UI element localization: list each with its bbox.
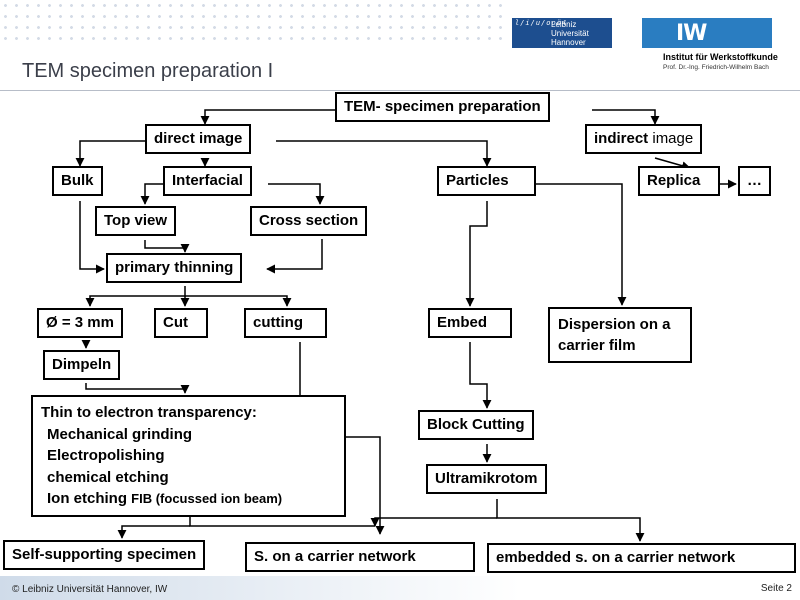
node-cutting: cutting	[244, 308, 327, 338]
thin-ion-label: Ion etching	[47, 490, 132, 507]
luh-logo-line: Leibniz	[551, 19, 577, 29]
node-thin-electron-transparency: Thin to electron transparency: Mechanica…	[31, 395, 346, 517]
slide-title: TEM specimen preparation I	[22, 60, 274, 82]
connector	[79, 201, 105, 274]
node-ellipsis: …	[738, 166, 771, 196]
node-indirect-image: indirect image	[585, 124, 703, 154]
node-diameter-3mm: Ø = 3 mm	[37, 308, 123, 338]
connector	[140, 183, 164, 205]
connector	[266, 239, 323, 274]
connector	[185, 295, 292, 307]
node-direct-image: direct image	[145, 124, 252, 154]
connector	[276, 140, 492, 167]
luh-logo-mark: l/i/u/ooö4	[515, 19, 568, 27]
connector	[469, 342, 492, 409]
connector	[592, 109, 660, 125]
connector	[85, 286, 186, 307]
node-cut: Cut	[154, 308, 208, 338]
node-interfacial: Interfacial	[163, 166, 252, 196]
footer-copyright: © Leibniz Universität Hannover, IW	[12, 584, 168, 595]
thin-method-mechanical: Mechanical grinding	[47, 425, 193, 443]
thin-method-chemical: chemical etching	[47, 468, 169, 486]
connector	[370, 517, 497, 527]
luh-logo-line: Hannover	[551, 37, 586, 47]
node-primary-thinning: primary thinning	[106, 253, 243, 283]
node-tem-specimen-preparation: TEM- specimen preparation	[335, 92, 550, 122]
connector	[75, 140, 148, 167]
luh-logo-text: Leibniz Universität Hannover	[551, 20, 589, 47]
node-carrier-network: S. on a carrier network	[245, 542, 475, 572]
node-particles: Particles	[437, 166, 536, 196]
node-self-supporting-specimen: Self-supporting specimen	[3, 540, 206, 570]
footer-bar: © Leibniz Universität Hannover, IW Seite…	[0, 576, 800, 600]
connector	[85, 383, 190, 394]
node-dispersion-carrier-film: Dispersion on a carrier film	[548, 307, 692, 363]
node-indirect-rest: image	[648, 130, 694, 147]
thin-title: Thin to electron transparency:	[41, 404, 257, 421]
connector	[200, 109, 335, 125]
node-embed: Embed	[428, 308, 512, 338]
thin-method-electropolishing: Electropolishing	[47, 447, 165, 464]
connector	[117, 525, 190, 539]
header-dot-pattern	[0, 0, 508, 48]
iw-logo: IW	[642, 18, 772, 48]
institute-professor: Prof. Dr.-Ing. Friedrich-Wilhelm Bach	[663, 64, 769, 71]
node-indirect-bold: indirect	[594, 130, 649, 147]
node-replica: Replica	[638, 166, 720, 196]
node-cross-section: Cross section	[250, 206, 368, 236]
luh-logo: l/i/u/ooö4 Leibniz Universität Hannover	[512, 18, 612, 48]
title-divider	[0, 90, 800, 91]
institute-name: Institut für Werkstoffkunde	[663, 52, 778, 62]
connector	[496, 499, 645, 542]
connector	[268, 183, 325, 205]
node-block-cutting: Block Cutting	[418, 410, 534, 440]
connector	[144, 240, 190, 253]
connector	[465, 201, 488, 307]
node-top-view: Top view	[95, 206, 177, 236]
iw-logo-mark: IW	[676, 20, 707, 46]
connector	[536, 183, 627, 306]
node-ultramikrotom: Ultramikrotom	[426, 464, 547, 494]
luh-logo-line: Universität	[551, 28, 589, 38]
page-number: Seite 2	[760, 583, 792, 594]
thin-fib-label: FIB (focussed ion beam)	[131, 491, 283, 506]
thin-method-ion: Ion etching FIB (focussed ion beam)	[41, 488, 336, 510]
node-embedded-carrier-network: embedded s. on a carrier network	[487, 543, 796, 573]
node-dimpeln: Dimpeln	[43, 350, 121, 380]
node-bulk: Bulk	[52, 166, 103, 196]
